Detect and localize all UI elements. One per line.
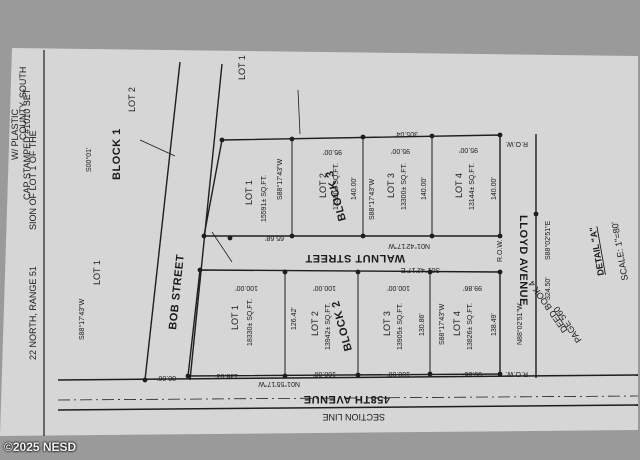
- block-2-lot-4: LOT 4: [452, 311, 462, 336]
- block-3-lot-2: LOT 2: [318, 173, 328, 198]
- dimension-label: 100.00': [387, 284, 410, 291]
- survey-pin: [197, 267, 203, 273]
- dimension-label: 140.00': [491, 177, 498, 200]
- avenue-458-label: 458TH AVENUE: [303, 393, 390, 405]
- dimension-label: 140.00': [421, 177, 428, 200]
- dimension-label: 138.49': [491, 313, 498, 336]
- survey-pin: [142, 377, 148, 383]
- survey-pin: [429, 133, 435, 139]
- bearing-label: N88°02'51"W: [516, 303, 524, 345]
- dimension-label: 99.86': [463, 284, 482, 291]
- block-3-lot-4-area: 13144± SQ.FT.: [469, 163, 476, 210]
- header-line-2: SION OF LOT 1 OF THE: [28, 130, 38, 230]
- header-line-3: 22 NORTH, RANGE 51: [28, 266, 38, 360]
- survey-pin: [227, 235, 233, 241]
- dimension-label: 95.00': [391, 147, 410, 154]
- block-2-lot-4-area: 13826± SQ.FT.: [467, 303, 474, 350]
- survey-pin: [282, 373, 288, 379]
- dimension-label: 135.03': [215, 372, 238, 379]
- block-3-lot-1-area: 15591± SQ.FT.: [261, 175, 268, 222]
- paper-sheet: [0, 48, 638, 436]
- dimension-label: 80.00': [157, 374, 176, 381]
- header-stamp-text: W/ PLASTIC CAP STAMPED #1010 SET: [10, 88, 32, 200]
- dimension-label: 305.04': [395, 130, 418, 137]
- avenue-458-line-bottom: [57, 404, 639, 411]
- dimension-label: 95.00': [459, 146, 478, 153]
- dimension-label: 100.00': [313, 284, 336, 291]
- survey-pin: [360, 134, 366, 140]
- row-label: R.O.W.: [505, 140, 528, 147]
- leader-line-1: [139, 139, 176, 157]
- dimension-label: 95.00': [323, 148, 342, 155]
- walnut-street-label: WALNUT STREET: [305, 252, 405, 264]
- survey-pin: [355, 269, 361, 275]
- block-2-lot-3: LOT 3: [382, 311, 392, 336]
- block-2-lot-2-area: 13942± SQ.FT.: [325, 303, 332, 350]
- leader-line-3: [211, 231, 233, 263]
- survey-pin: [185, 373, 191, 379]
- survey-pin: [497, 269, 503, 275]
- section-line: [57, 395, 639, 401]
- block-3-lot-4: LOT 4: [454, 173, 464, 198]
- survey-pin: [427, 269, 433, 275]
- dimension-label: 126.42': [291, 307, 298, 330]
- header-stamp-line-2: CAP STAMPED #1010 SET: [22, 88, 32, 200]
- survey-pin: [497, 132, 503, 138]
- lot-2-nw: LOT 2: [127, 87, 137, 112]
- survey-pin: [497, 233, 503, 239]
- dimension-label: 65.68': [265, 234, 284, 241]
- row-label: R.O.W.: [505, 370, 528, 377]
- dimension-label: 140.00': [351, 177, 358, 200]
- block-2-lot-1: LOT 1: [230, 305, 240, 330]
- bob-street-west: [144, 61, 181, 381]
- bearing-label: S00°01': [85, 148, 93, 172]
- block-2-lot-3-area: 13905± SQ.FT.: [397, 303, 404, 350]
- bearing-label: S88°17'43"W: [276, 158, 284, 200]
- bearing-label: S88°17'43"W: [368, 178, 376, 220]
- block-2-lot-2: LOT 2: [310, 311, 320, 336]
- row-label: R.O.W.: [497, 239, 504, 262]
- header-stamp-line-1: W/ PLASTIC: [10, 108, 20, 160]
- bearing-label: S88°17'43"W: [438, 303, 446, 345]
- block-2-lot-1-area: 18330± SQ.FT.: [247, 299, 254, 346]
- lot-1-west: LOT 1: [92, 260, 102, 285]
- block-1-label: BLOCK 1: [111, 128, 123, 180]
- survey-pin: [497, 371, 503, 377]
- section-line-label: SECTION LINE: [322, 412, 385, 422]
- bearing-label: S88°17'43"W: [78, 298, 86, 340]
- dimension-label: 130.86': [419, 313, 426, 336]
- bearing-label: N01°42'17"W: [388, 242, 430, 250]
- survey-pin: [219, 137, 225, 143]
- survey-pin: [355, 372, 361, 378]
- block-3-lot-1: LOT 1: [244, 180, 254, 205]
- dimension-label: 100.00': [387, 370, 410, 377]
- survey-pin: [360, 233, 366, 239]
- block-3-lot-3-area: 13300± SQ.FT.: [401, 163, 408, 210]
- copyright-watermark: ©2025 NESD: [4, 440, 77, 454]
- survey-pin: [429, 233, 435, 239]
- survey-pin: [201, 233, 207, 239]
- survey-pin: [282, 269, 288, 275]
- dimension-label: 100.00': [313, 370, 336, 377]
- bearing-label: S01°42'17"E: [400, 266, 440, 274]
- block-3-lot-2-area: 13300± SQ.FT.: [333, 163, 340, 210]
- survey-pin: [289, 136, 295, 142]
- survey-pin: [533, 211, 539, 217]
- lloyd-avenue-label: LLOYD AVENUE: [517, 215, 529, 306]
- avenue-458-line-top: [57, 374, 639, 381]
- header-line-1: COUNTY, SOUTH: [18, 67, 28, 140]
- survey-pin: [427, 371, 433, 377]
- survey-pin: [289, 233, 295, 239]
- bearing-label: S88°02'51"E: [544, 220, 552, 260]
- dimension-label: 324.50': [545, 277, 552, 300]
- block-3-lot-3: LOT 3: [386, 173, 396, 198]
- dimension-label: 100.00': [235, 284, 258, 291]
- leader-line-2: [297, 89, 301, 135]
- header-text-group: COUNTY, SOUTH SION OF LOT 1 OF THE 22 NO…: [18, 67, 38, 360]
- dimension-label: 99.86': [463, 370, 482, 377]
- bearing-label: N01°55'17"W: [258, 380, 300, 388]
- lot-1-nw: LOT 1: [237, 55, 247, 80]
